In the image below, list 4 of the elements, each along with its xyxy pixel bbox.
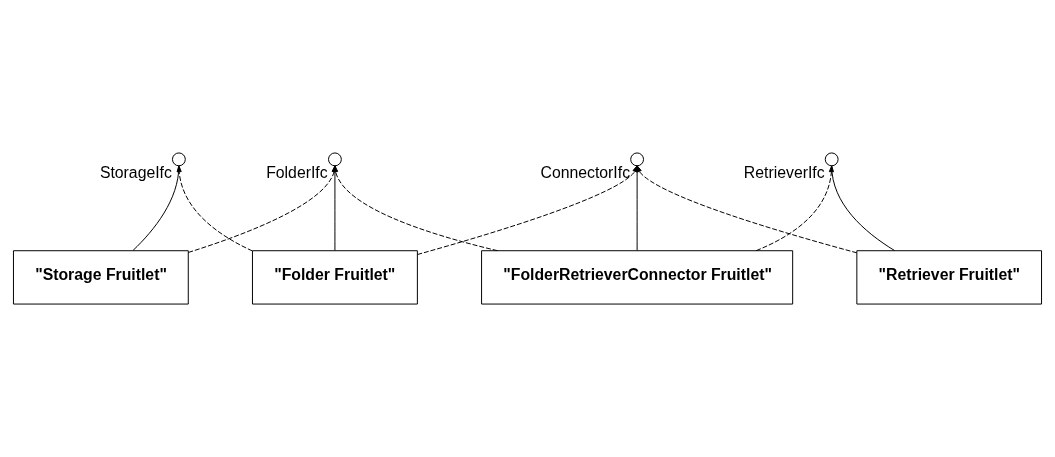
node-label: ConnectorIfc	[540, 164, 631, 182]
node-label: StorageIfc	[99, 164, 172, 182]
node-label: FolderIfc	[266, 164, 328, 182]
node-label: RetrieverIfc	[743, 164, 825, 182]
